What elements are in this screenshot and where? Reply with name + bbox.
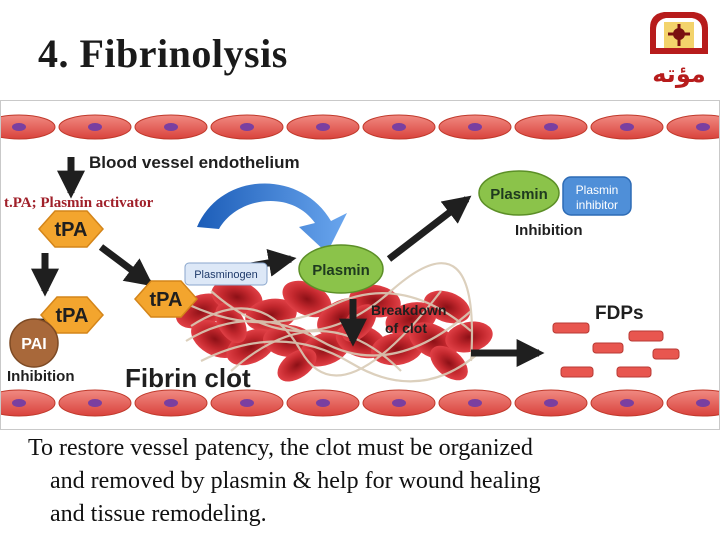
plasmin-inhibitor-line2: inhibitor <box>576 198 618 212</box>
pai-inhibition-label: Inhibition <box>7 368 74 385</box>
plasmin-label-center: Plasmin <box>312 262 370 279</box>
fibrin-clot-label: Fibrin clot <box>125 363 251 393</box>
plasminogen-box: Plasminogen <box>184 262 268 286</box>
inhibition-label: Inhibition <box>515 222 582 239</box>
university-logo: مؤته <box>650 12 708 88</box>
diagram-canvas: Blood vessel endothelium t.PA; Plasmin a… <box>1 114 719 417</box>
breakdown-line1: Breakdown <box>371 302 446 318</box>
tpa-label-1: tPA <box>55 219 88 241</box>
plasminogen-label: Plasminogen <box>194 269 258 281</box>
slide-header: 4. Fibrinolysis مؤته <box>0 0 720 100</box>
logo-text: مؤته <box>652 60 705 88</box>
endothelium-bottom <box>1 389 719 417</box>
slide-title: 4. Fibrinolysis <box>38 31 288 76</box>
tpa-hexagon-1: tPA <box>37 210 105 248</box>
tpa-note: t.PA; Plasmin activator <box>4 195 154 211</box>
plasmin-oval-center: Plasmin <box>298 244 384 294</box>
fdps-label: FDPs <box>595 303 644 324</box>
fdp-fragments <box>552 322 680 378</box>
caption-line-1: To restore vessel patency, the clot must… <box>28 435 533 461</box>
endothelium-top <box>1 114 719 140</box>
caption: To restore vessel patency, the clot must… <box>28 432 708 531</box>
tpa-hexagon-3: tPA <box>133 280 199 318</box>
fibrinolysis-diagram: Blood vessel endothelium t.PA; Plasmin a… <box>0 100 720 430</box>
caption-line-3: and tissue remodeling. <box>50 501 267 527</box>
caption-line-2: and removed by plasmin & help for wound … <box>50 468 541 494</box>
plasmin-inhibitor-complex: Plasmin Plasmin inhibitor <box>478 170 632 216</box>
pai-circle: PAI <box>9 318 59 368</box>
fibrin-strands <box>180 262 482 383</box>
plasmin-label-complex: Plasmin <box>490 186 548 203</box>
tpa-hexagon-2: tPA <box>39 296 105 334</box>
plasmin-inhibitor-line1: Plasmin <box>576 183 619 197</box>
pai-label: PAI <box>21 336 46 353</box>
tpa-label-3: tPA <box>150 289 183 311</box>
tpa-label-2: tPA <box>56 305 89 327</box>
curved-arrow <box>197 183 347 253</box>
breakdown-line2: of clot <box>385 320 427 336</box>
endothelium-label: Blood vessel endothelium <box>89 153 300 172</box>
